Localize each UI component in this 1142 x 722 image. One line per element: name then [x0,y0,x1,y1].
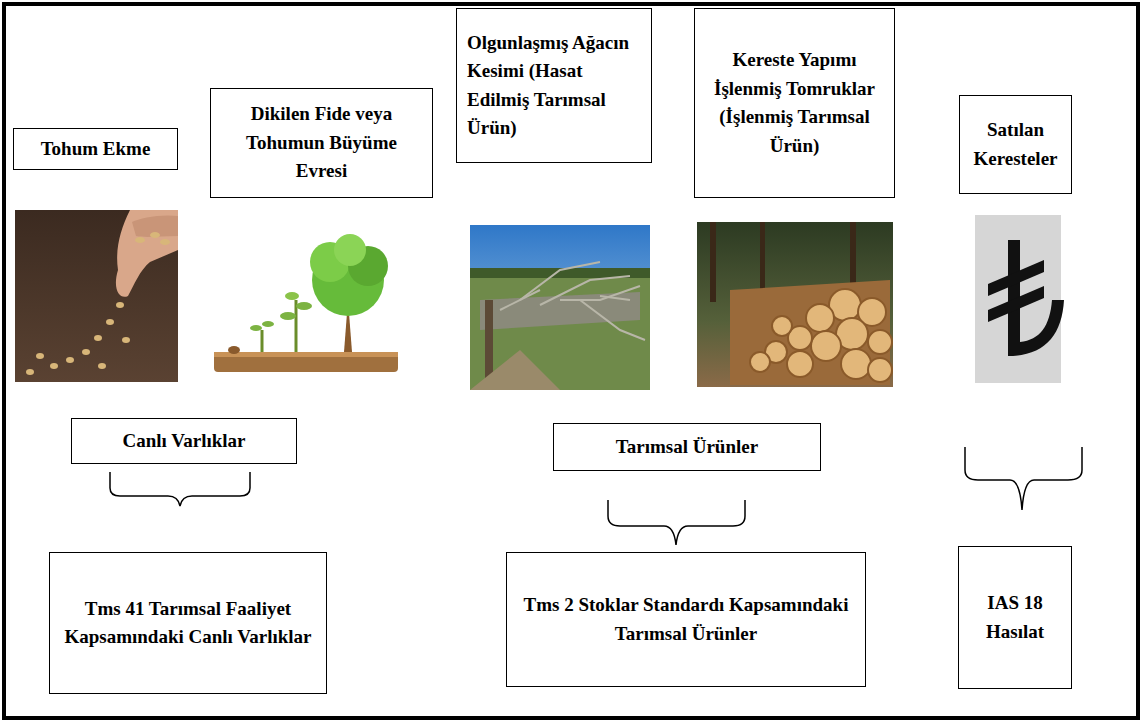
text-box: Olgunlaşmış Ağacın Kesimi (Hasat Edilmiş… [456,8,652,163]
text-box: Tms 2 Stoklar Standardı Kapsamındaki Tar… [506,552,866,687]
box-label: Tms 41 Tarımsal Faaliyet Kapsamındaki Ca… [60,595,316,652]
box-label: Tms 2 Stoklar Standardı Kapsamındaki Tar… [517,591,855,648]
logs-image [697,222,893,387]
text-wrap: Tms 41 Tarımsal Faaliyet Kapsamındaki Ca… [60,595,316,652]
box-label: Tarımsal Ürünler [616,433,758,462]
text-box: Tarımsal Ürünler [553,423,821,471]
text-wrap: Kereste Yapımı İşlenmiş Tomruklar (İşlen… [705,46,884,160]
text-wrap: Tarımsal Ürünler [616,433,758,462]
box-label: Tohum Ekme [41,135,151,164]
seed-image [15,210,178,382]
text-box: Dikilen Fide veya Tohumun Büyüme Evresi [210,88,433,198]
text-wrap: IAS 18 Hasılat [969,589,1061,646]
text-box: Tohum Ekme [13,128,178,171]
box-label: Canlı Varlıklar [123,427,246,456]
text-wrap: Tms 2 Stoklar Standardı Kapsamındaki Tar… [517,591,855,648]
text-box: Canlı Varlıklar [71,418,297,464]
text-box: Tms 41 Tarımsal Faaliyet Kapsamındaki Ca… [49,552,327,694]
lira-symbol [975,215,1064,383]
box-label: IAS 18 Hasılat [969,589,1061,646]
text-wrap: Olgunlaşmış Ağacın Kesimi (Hasat Edilmiş… [467,29,641,143]
growth-image [214,234,398,372]
box-label: Kereste Yapımı İşlenmiş Tomruklar (İşlen… [705,46,884,160]
text-box: Kereste Yapımı İşlenmiş Tomruklar (İşlen… [694,8,895,198]
box-label: Olgunlaşmış Ağacın Kesimi (Hasat Edilmiş… [467,29,641,143]
box-label: Dikilen Fide veya Tohumun Büyüme Evresi [221,100,422,186]
text-wrap: Dikilen Fide veya Tohumun Büyüme Evresi [221,100,422,186]
text-box: IAS 18 Hasılat [958,546,1072,689]
fallen-tree-image [470,225,650,390]
box-label: Satılan Keresteler [970,116,1061,173]
text-box: Satılan Keresteler [959,95,1072,194]
text-wrap: Satılan Keresteler [970,116,1061,173]
text-wrap: Canlı Varlıklar [123,427,246,456]
text-wrap: Tohum Ekme [41,135,151,164]
